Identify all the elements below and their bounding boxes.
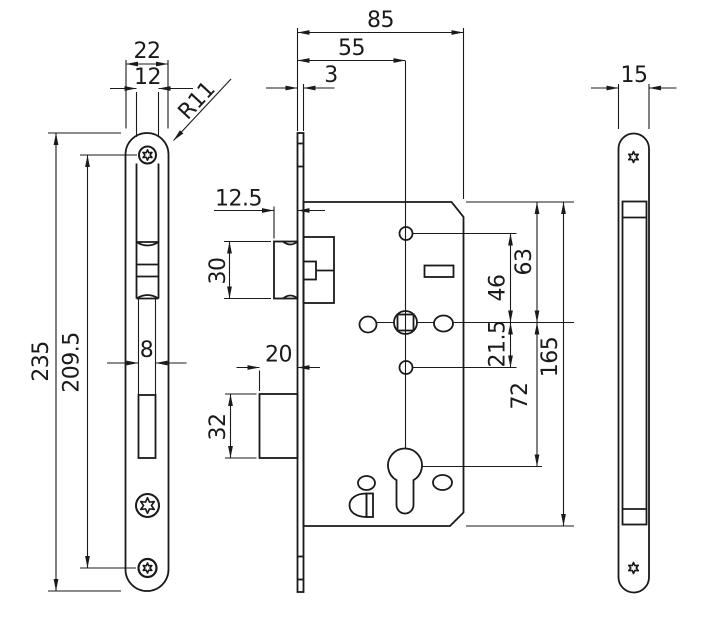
dim-spindle-to-cylinder: 72	[508, 383, 533, 410]
case-recess	[621, 200, 648, 526]
dim-deadbolt-height: 32	[206, 414, 231, 441]
screw-middle	[135, 493, 160, 518]
screw-bottom-right	[628, 562, 639, 574]
small-hole	[357, 475, 376, 491]
dim-latch-projection: 12.5	[215, 187, 262, 212]
case-body	[302, 201, 465, 527]
lower-right-oval-hole	[432, 474, 453, 491]
deadbolt-slot-front	[137, 394, 157, 459]
dim-case-height: 165	[538, 337, 563, 378]
spring-detail	[348, 492, 374, 518]
dim-screw-centers: 209.5	[60, 332, 85, 392]
latch-bolt-side	[273, 236, 335, 304]
stop-slot	[423, 264, 455, 278]
dim-deadbolt-projection: 20	[265, 343, 292, 368]
dim-slot-width: 8	[140, 338, 154, 363]
screw-top	[138, 145, 157, 165]
right-oval-hole	[433, 314, 454, 333]
latch-opening-front	[135, 241, 160, 300]
screw-top-right	[628, 151, 639, 163]
front-plate-view: 22 12 R11 235 209.5 8	[29, 39, 232, 592]
dim-plate-thickness: 3	[324, 63, 338, 88]
lock-case-view: 85 55 3 12.5 30 20 32 46 21.5	[206, 8, 574, 593]
dim-spindle-to-lower-hole: 21.5	[486, 321, 511, 368]
dim-hole-to-spindle: 46	[486, 275, 511, 302]
dim-plate-height: 235	[29, 341, 54, 382]
deadbolt-side	[258, 393, 299, 459]
dim-forend-width: 12	[134, 65, 161, 90]
dim-latch-height: 30	[206, 258, 231, 285]
dim-backset: 55	[338, 36, 365, 61]
dim-side-plate-width: 15	[621, 63, 648, 88]
screw-bottom	[137, 557, 158, 579]
dim-total-depth: 85	[367, 8, 394, 33]
dim-top-to-spindle: 63	[512, 249, 537, 276]
left-oval-hole	[358, 315, 378, 334]
dim-end-radius: R11	[174, 77, 221, 125]
euro-cylinder-hole	[387, 447, 423, 515]
dim-plate-width: 22	[134, 39, 161, 64]
side-plate-view: 15	[591, 63, 677, 594]
